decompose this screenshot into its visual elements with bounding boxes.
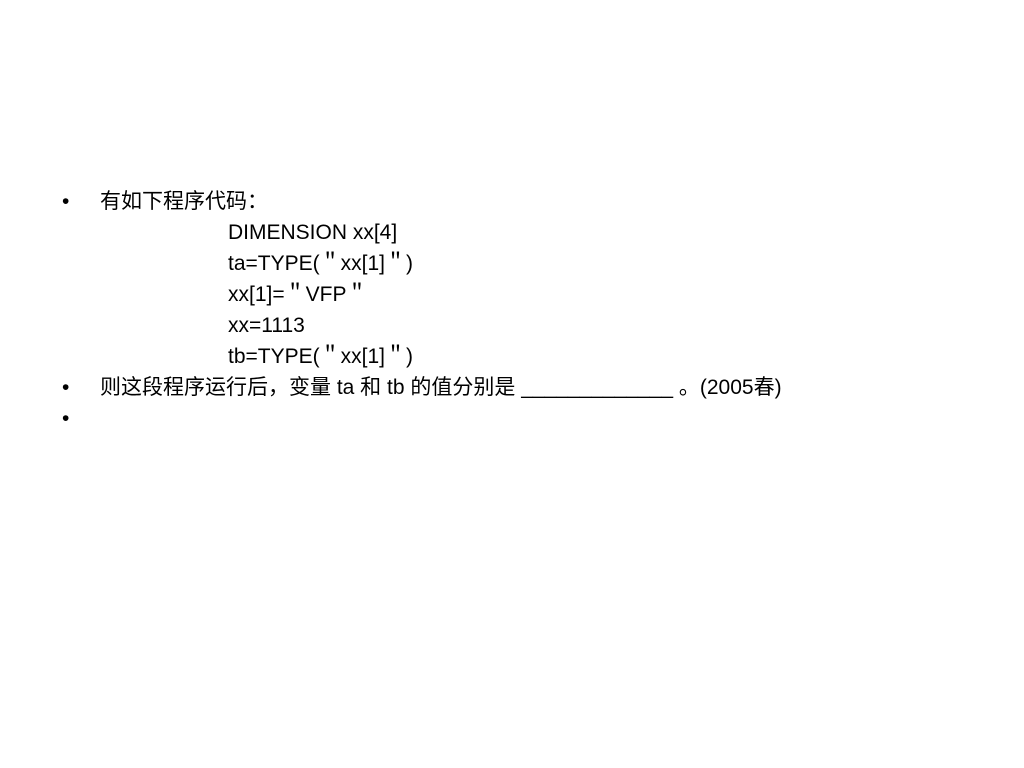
- bullet-dot-icon: •: [62, 407, 70, 430]
- bullet-dot-icon: •: [62, 376, 70, 399]
- question-prompt-text: 则这段程序运行后，变量 ta 和 tb 的值分别是 _____________ …: [100, 376, 782, 399]
- code-line: DIMENSION xx[4]: [228, 221, 398, 244]
- code-line: tb=TYPE(＂xx[1]＂): [228, 345, 413, 368]
- code-block: DIMENSION xx[4] ta=TYPE(＂xx[1]＂) xx[1]=＂…: [100, 217, 982, 372]
- question-intro-text: 有如下程序代码：: [100, 190, 268, 213]
- code-line: xx=1113: [228, 314, 305, 337]
- bullet-item-question: • 有如下程序代码： DIMENSION xx[4] ta=TYPE(＂xx[1…: [62, 186, 982, 372]
- bullet-list: • 有如下程序代码： DIMENSION xx[4] ta=TYPE(＂xx[1…: [62, 186, 982, 430]
- code-line: ta=TYPE(＂xx[1]＂): [228, 252, 413, 275]
- bullet-dot-icon: •: [62, 190, 70, 213]
- bullet-item-prompt: • 则这段程序运行后，变量 ta 和 tb 的值分别是 ____________…: [62, 372, 982, 403]
- code-line: xx[1]=＂VFP＂: [228, 283, 368, 306]
